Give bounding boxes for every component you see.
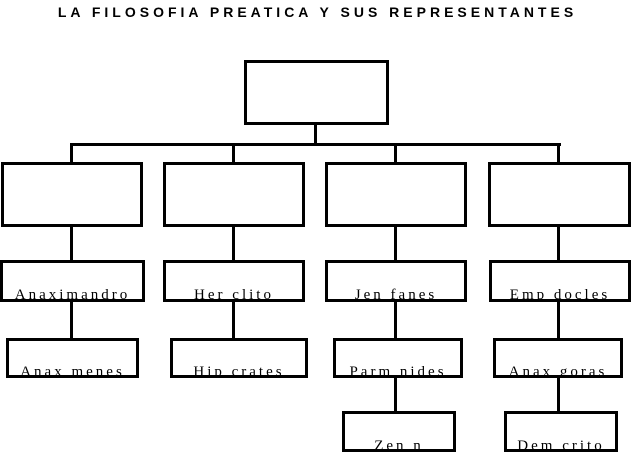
member-text-col4-row2: Anax goras: [508, 364, 608, 378]
category-text-col2: Pitag ricos: [166, 180, 302, 224]
connector-col4-r2r3: [557, 227, 560, 260]
member-text-col3-row2: Parm nides: [349, 364, 447, 378]
member-text-col2-row2: Hip crates: [193, 364, 285, 378]
member-text-col3-row3: Zen n: [374, 438, 424, 452]
connector-col4-r4r5: [557, 378, 560, 411]
connector-root-stem: [314, 124, 317, 144]
connector-bus: [70, 143, 561, 146]
member-box-col1-row1: Anaximandro: [0, 260, 145, 302]
connector-col1-r3r4: [70, 302, 73, 338]
member-text-col4-row3: Dem crito: [517, 438, 605, 452]
member-box-col3-row2: Parm nides: [333, 338, 463, 378]
connector-col3-r3r4: [394, 302, 397, 338]
connector-col1-r2r3: [70, 227, 73, 260]
category-text-col1: F sicos Antiguos: [4, 180, 140, 224]
category-text-col3: Eleatas: [328, 180, 464, 224]
connector-col2-r3r4: [232, 302, 235, 338]
member-box-col3-row1: Jen fanes: [325, 260, 467, 302]
connector-col3-r4r5: [394, 378, 397, 411]
member-text-col1-row2: Anax menes: [20, 364, 125, 378]
member-box-col2-row1: Her clito: [163, 260, 305, 302]
connector-col3-r2r3: [394, 227, 397, 260]
member-box-col4-row2: Anax goras: [493, 338, 623, 378]
connector-stub-col1: [70, 143, 73, 162]
connector-stub-col4: [557, 143, 560, 162]
member-text-col3-row1: Jen fanes: [354, 287, 438, 302]
member-box-col1-row2: Anax menes: [6, 338, 139, 378]
category-box-col2: Pitag ricos: [163, 162, 305, 227]
member-text-col2-row1: Her clito: [194, 287, 274, 302]
category-text-col4: F sicos Mecanicistas: [491, 180, 628, 224]
category-box-col1: F sicos Antiguos: [1, 162, 143, 227]
member-text-col1-row1: Anaximandro: [14, 287, 131, 302]
member-box-col4-row1: Emp docles: [489, 260, 631, 302]
category-box-col4: F sicos Mecanicistas: [488, 162, 631, 227]
connector-stub-col2: [232, 143, 235, 162]
root-box-text: FILOSOFIA PREATICA: [247, 89, 386, 122]
connector-col2-r2r3: [232, 227, 235, 260]
member-text-col4-row1: Emp docles: [509, 287, 611, 302]
category-box-col3: Eleatas: [325, 162, 467, 227]
member-box-col3-row3: Zen n: [342, 411, 456, 452]
connector-stub-col3: [394, 143, 397, 162]
member-box-col2-row2: Hip crates: [170, 338, 308, 378]
diagram-title: LA FILOSOFIA PREATICA Y SUS REPRESENTANT…: [57, 4, 578, 20]
root-box: FILOSOFIA PREATICA: [244, 60, 389, 125]
member-box-col4-row3: Dem crito: [504, 411, 618, 452]
connector-col4-r3r4: [557, 302, 560, 338]
